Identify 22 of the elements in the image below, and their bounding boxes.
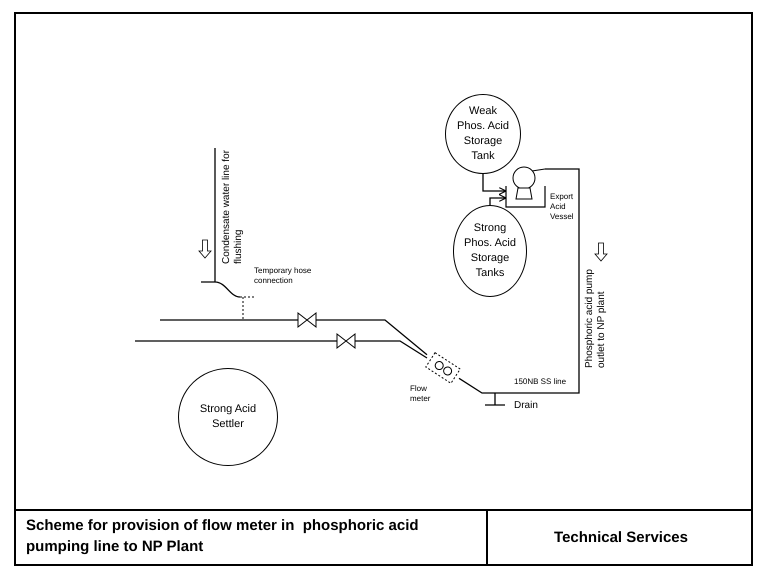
pipe-line	[458, 168, 580, 394]
diagram-title: Scheme for provision of flow meter in phosphoric acid pumping line to NP Plant	[26, 516, 420, 557]
rotated-label: Phosphoric acid pump outlet to NP plant	[584, 268, 606, 368]
arrow	[482, 174, 507, 196]
note-text: Temporary hose connection	[254, 266, 312, 286]
pipe-line	[135, 340, 337, 342]
equipment-label: Flow meter	[410, 384, 432, 404]
arrow	[489, 194, 507, 205]
drain-label: Drain	[514, 400, 539, 412]
pipe-line	[160, 319, 298, 321]
valve-symbol	[298, 312, 316, 328]
title-block-text: Technical Services	[553, 528, 689, 548]
rotated-label: Condensate water line for flushing	[221, 149, 243, 264]
pipe-line	[355, 340, 428, 359]
vessel-with-pump	[505, 166, 546, 208]
tank-circle: Strong Acid Settler	[178, 368, 278, 466]
tank-circle: Weak Phos. Acid Storage Tank	[445, 94, 521, 174]
pipe-line	[316, 319, 428, 356]
tank-circle: Strong Phos. Acid Storage Tanks	[453, 205, 527, 297]
valve-symbol	[336, 332, 356, 350]
edge-label: 150NB SS line	[514, 377, 566, 387]
equipment-label: Export Acid Vessel	[550, 192, 575, 222]
